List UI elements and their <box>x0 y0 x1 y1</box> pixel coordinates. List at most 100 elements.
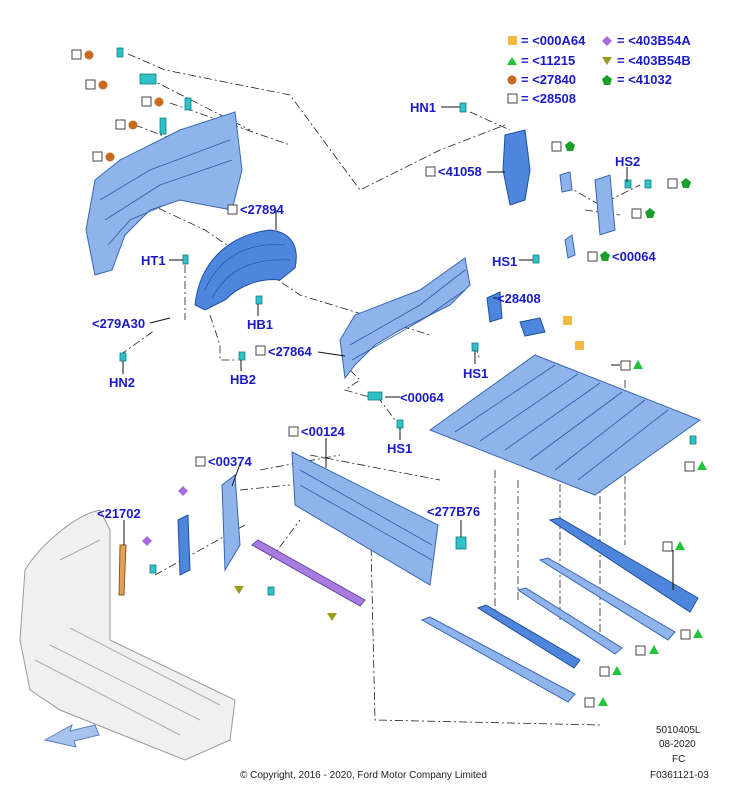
clip-icon <box>689 435 697 445</box>
label-hb2: HB2 <box>230 372 256 387</box>
clip-icon <box>159 117 167 135</box>
label-277b76: <277B76 <box>427 504 480 519</box>
circle-brown-icon <box>98 80 108 90</box>
square-white-icon <box>584 697 595 708</box>
legend-square-white-icon <box>507 93 518 104</box>
square-white-icon <box>662 541 673 552</box>
triangle-olive-icon <box>234 586 244 594</box>
legend-000a64: = <000A64 <box>521 33 586 48</box>
clip-icon <box>455 536 467 550</box>
clip-icon <box>184 97 192 111</box>
label-27864: <27864 <box>268 344 313 359</box>
square-orange-icon <box>563 316 572 325</box>
diamond-purple-icon <box>178 486 188 496</box>
label-28408: <28408 <box>497 291 541 306</box>
clip-icon <box>644 179 652 189</box>
square-white-icon <box>141 96 152 107</box>
label-hs2: HS2 <box>615 154 640 169</box>
wheelhouse-part <box>194 229 297 311</box>
clip-icon <box>532 254 540 264</box>
triangle-green-icon <box>612 666 622 675</box>
triangle-green-icon <box>675 541 685 550</box>
trim-strip-part <box>251 539 366 607</box>
clip-icon <box>149 564 157 574</box>
label-00124: <00124 <box>301 424 346 439</box>
clip-icon <box>367 391 383 401</box>
square-white-icon <box>115 119 126 130</box>
clip-icon <box>238 351 246 361</box>
triangle-green-icon <box>693 629 703 638</box>
square-white-icon <box>631 208 642 219</box>
pentagon-green-icon <box>645 208 655 218</box>
callout-labels: HN1 <41058 HS2 <27894 HT1 <279A30 HB1 HN… <box>92 100 657 521</box>
direction-arrow-icon <box>43 723 100 748</box>
square-white-icon <box>551 141 562 152</box>
label-hs1-top: HS1 <box>492 254 517 269</box>
legend-triangle-green-icon <box>507 57 517 65</box>
square-white-icon <box>599 666 610 677</box>
triangle-green-icon <box>633 360 643 369</box>
square-white-icon <box>667 178 678 189</box>
label-27894: <27894 <box>240 202 285 217</box>
pentagon-green-icon <box>681 178 691 188</box>
pentagon-green-icon <box>600 251 610 261</box>
square-white-icon <box>635 645 646 656</box>
legend-403b54a: = <403B54A <box>617 33 691 48</box>
square-white-icon <box>680 629 691 640</box>
clip-icon <box>396 419 404 429</box>
front-panel-column-part <box>502 129 616 259</box>
label-ht1: HT1 <box>141 253 166 268</box>
label-hn1: HN1 <box>410 100 436 115</box>
label-41058: <41058 <box>438 164 482 179</box>
clip-icon <box>139 73 157 85</box>
legend-11215: = <11215 <box>521 53 575 68</box>
pentagon-green-icon <box>565 141 575 151</box>
triangle-green-icon <box>649 645 659 654</box>
square-white-icon <box>684 461 695 472</box>
square-white-icon <box>92 151 103 162</box>
square-white-icon <box>425 166 436 177</box>
clip-icon <box>459 102 467 113</box>
clip-icon <box>119 352 127 362</box>
legend-pentagon-green-icon <box>602 75 612 85</box>
square-white-icon <box>227 204 238 215</box>
clip-icon <box>255 295 263 305</box>
square-white-icon <box>620 360 631 371</box>
pillars-part <box>118 474 241 596</box>
legend-square-orange-icon <box>508 36 517 45</box>
label-279a30: <279A30 <box>92 316 145 331</box>
cab-part <box>19 509 236 761</box>
square-white-icon <box>288 426 299 437</box>
square-white-icon <box>255 345 266 356</box>
square-white-icon <box>587 251 598 262</box>
label-00064-bot: <00064 <box>400 390 445 405</box>
fasteners <box>116 47 697 596</box>
circle-brown-icon <box>128 120 138 130</box>
footer-code-4: F0361121-03 <box>650 770 709 781</box>
square-white-icon <box>195 456 206 467</box>
square-orange-icon <box>575 341 584 350</box>
label-hs1-mid: HS1 <box>463 366 488 381</box>
footer: © Copyright, 2016 - 2020, Ford Motor Com… <box>240 725 709 781</box>
front-header-part <box>291 451 439 586</box>
bed-floor-part <box>428 354 702 496</box>
footer-code-3: FC <box>672 754 685 765</box>
cross-members-part <box>420 517 699 703</box>
footer-code-2: 08-2020 <box>659 739 696 750</box>
label-hn2: HN2 <box>109 375 135 390</box>
leader-lines <box>122 106 674 590</box>
label-00374: <00374 <box>208 454 253 469</box>
diamond-purple-icon <box>142 536 152 546</box>
triangle-green-icon <box>697 461 707 470</box>
label-21702: <21702 <box>97 506 141 521</box>
inner-panel-part <box>339 257 471 380</box>
circle-brown-icon <box>84 50 94 60</box>
legend: = <000A64 = <11215 = <27840 = <28508 = <… <box>507 33 691 106</box>
clip-icon <box>182 254 189 265</box>
clip-icon <box>116 47 124 58</box>
legend-27840: = <27840 <box>521 72 576 87</box>
triangle-olive-icon <box>327 613 337 621</box>
circle-brown-icon <box>105 152 115 162</box>
side-panel-part <box>85 111 243 276</box>
